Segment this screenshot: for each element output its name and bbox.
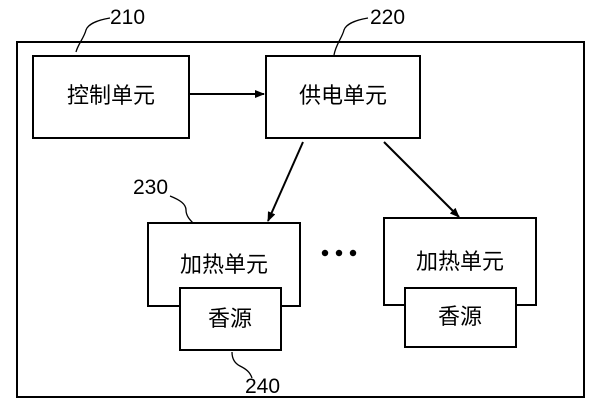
heating-unit-left: 加热单元 香源 xyxy=(147,222,301,351)
control-unit: 控制单元 xyxy=(32,55,190,139)
ellipsis-dots xyxy=(321,249,357,257)
ellipsis-dot xyxy=(349,249,357,257)
leader-line-heating xyxy=(169,195,195,225)
leader-line-power xyxy=(333,17,369,56)
control-unit-box xyxy=(32,55,190,139)
power-supply-unit-label: 供电单元 xyxy=(299,84,387,109)
ref-label-heating: 230 xyxy=(133,176,168,199)
arrow-power-to-heating-right xyxy=(383,141,460,218)
fragrance-source-left-label: 香源 xyxy=(208,307,252,332)
power-supply-unit: 供电单元 xyxy=(265,55,421,139)
power-supply-unit-box xyxy=(265,55,421,139)
arrow-power-to-heating-left xyxy=(267,141,304,222)
heating-unit-right: 加热单元 香源 xyxy=(383,217,537,348)
leader-line-fragrance xyxy=(231,351,253,379)
ellipsis-dot xyxy=(335,249,343,257)
ref-label-fragrance: 240 xyxy=(245,375,280,398)
fragrance-source-left-box xyxy=(179,287,282,351)
heating-unit-left-label: 加热单元 xyxy=(180,253,268,278)
fragrance-source-right-box xyxy=(404,287,517,348)
control-unit-label: 控制单元 xyxy=(67,84,155,109)
fragrance-source-right-label: 香源 xyxy=(438,305,482,330)
leader-line-control xyxy=(75,17,111,53)
ellipsis-dot xyxy=(321,249,329,257)
system-enclosure xyxy=(16,41,585,398)
heating-unit-right-label: 加热单元 xyxy=(416,250,504,275)
ref-label-power: 220 xyxy=(370,6,405,29)
ref-label-control: 210 xyxy=(110,6,145,29)
